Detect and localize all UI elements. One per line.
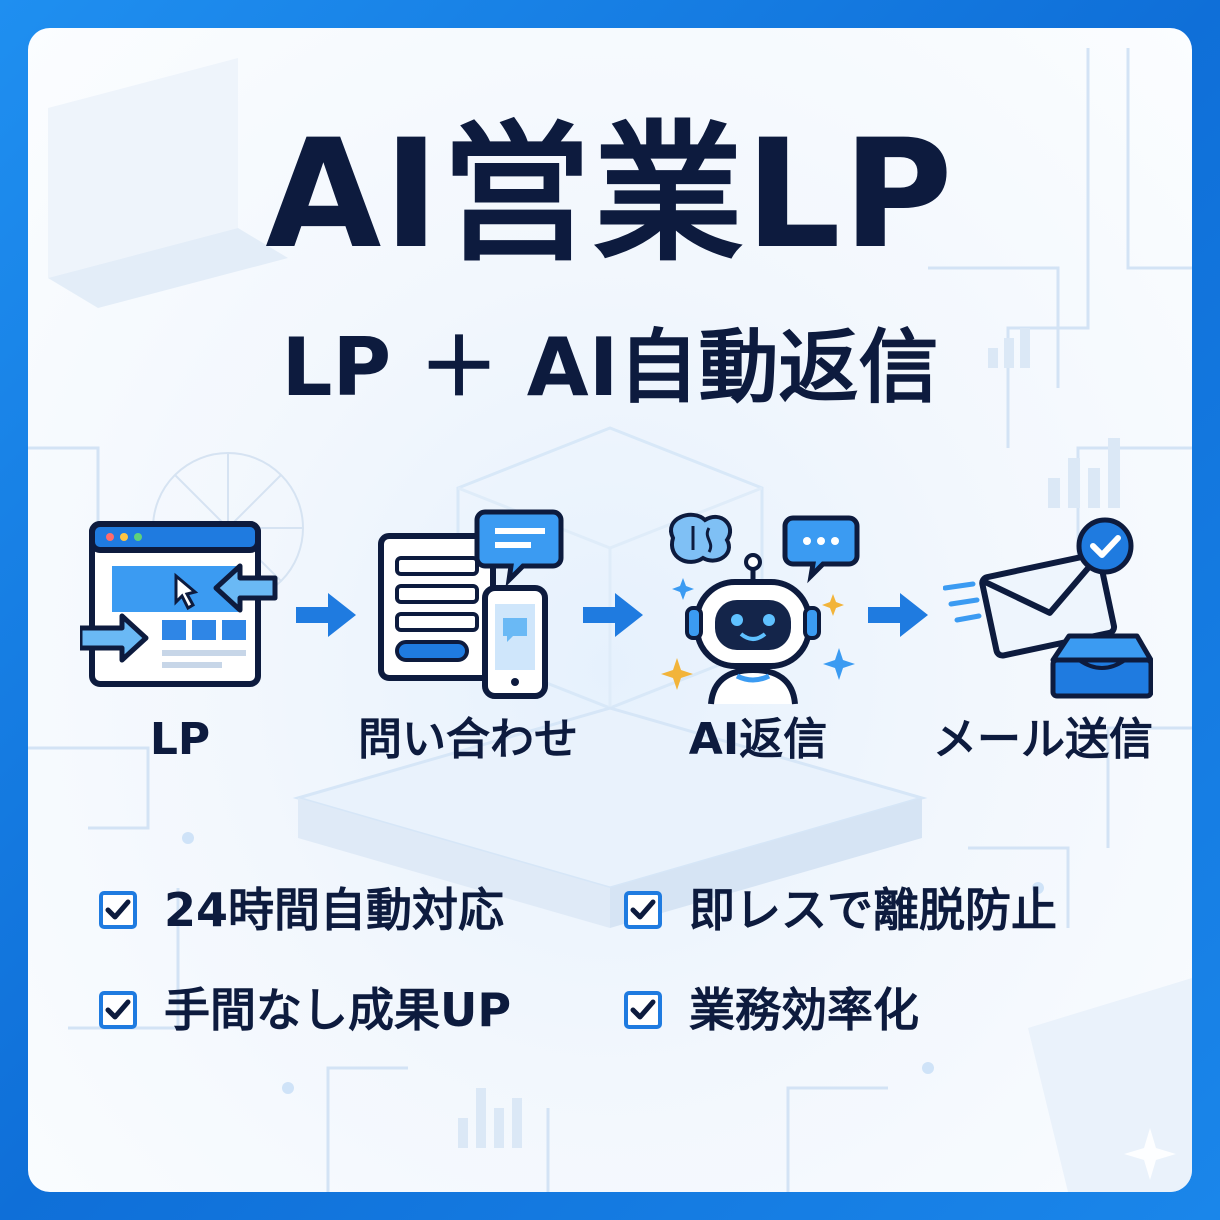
promo-card: AI営業LP LP ＋ AI自動返信 <box>28 28 1192 1192</box>
landing-page-icon <box>80 521 278 687</box>
page-subtitle: LP ＋ AI自動返信 <box>281 321 939 414</box>
feature-item: 手間なし成果UP <box>98 980 511 1040</box>
checkbox-icon <box>99 891 137 929</box>
ai-robot-icon <box>661 512 860 705</box>
arrow-right-icon <box>296 593 356 637</box>
page-title: AI営業LP <box>265 108 955 282</box>
contact-form-icon <box>378 509 564 699</box>
feature-item: 即レスで離脱防止 <box>623 880 1057 940</box>
feature-text: 24時間自動対応 <box>164 883 505 937</box>
feature-item: 業務効率化 <box>623 980 919 1040</box>
email-send-icon <box>943 517 1153 699</box>
feature-item: 24時間自動対応 <box>98 880 504 940</box>
checkbox-icon <box>99 991 137 1029</box>
feature-text: 業務効率化 <box>689 983 919 1037</box>
step-label-contact: 問い合わせ <box>358 714 578 765</box>
step-label-ai-reply: AI返信 <box>688 714 828 765</box>
feature-text: 手間なし成果UP <box>164 983 512 1037</box>
arrow-right-icon <box>868 593 928 637</box>
step-label-email-send: メール送信 <box>933 714 1153 765</box>
checkbox-icon <box>624 991 662 1029</box>
checkbox-icon <box>624 891 662 929</box>
arrow-right-icon <box>583 593 643 637</box>
feature-text: 即レスで離脱防止 <box>689 883 1057 937</box>
step-label-lp: LP <box>149 714 211 765</box>
